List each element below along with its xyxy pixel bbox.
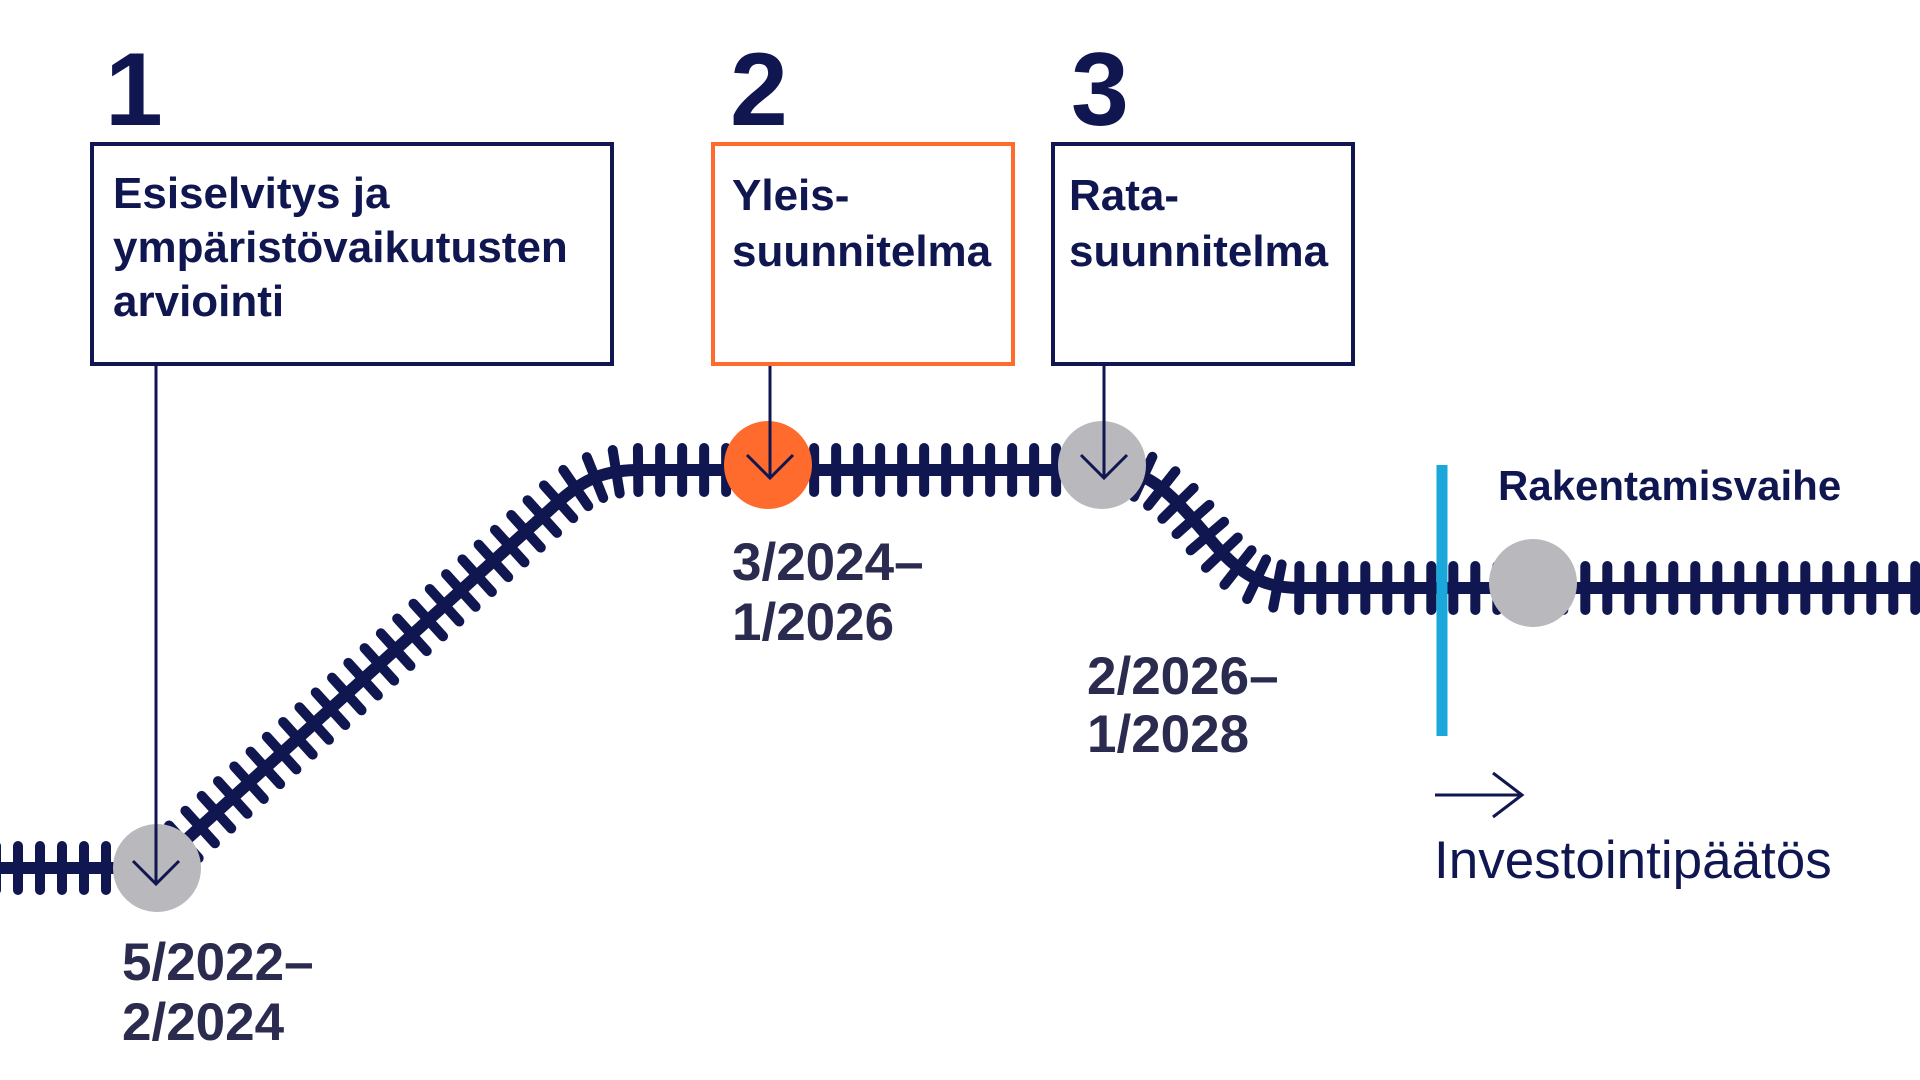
milestone-marker-phase-3 <box>1058 421 1146 509</box>
phase-number: 3 <box>1071 32 1129 148</box>
phase-title: Rata- suunnitelma <box>1069 171 1329 276</box>
phase-title: Esiselvitys ja ympäristövaikutusten arvi… <box>113 169 580 326</box>
arrow-down-icon <box>745 453 795 481</box>
milestone-marker-construction <box>1489 539 1577 627</box>
phase-title: Yleis- suunnitelma <box>732 171 992 276</box>
phase-title-box <box>1051 142 1355 366</box>
phase-title-box <box>711 142 1015 366</box>
phase-date-line: 1/2026 <box>732 593 894 652</box>
phase-date-line: 2/2026– <box>1087 647 1279 706</box>
investment-decision-label: Investointipäätös <box>1434 831 1832 890</box>
phase-2: 2 Yleis- suunnitelma 3/2024– 1/2026 <box>711 32 1015 652</box>
phase-number: 1 <box>105 32 163 148</box>
track-sleepers <box>0 443 1920 895</box>
railway-track <box>0 443 1920 895</box>
phase-title-line: Esiselvitys ja <box>113 169 390 218</box>
phase-title-line: arviointi <box>113 277 284 326</box>
arrow-down-icon <box>1079 453 1129 481</box>
phase-date-line: 3/2024– <box>732 533 924 592</box>
construction-phase-label: Rakentamisvaihe <box>1498 462 1841 509</box>
phase-title-line: suunnitelma <box>732 227 992 276</box>
phase-title-box <box>90 142 614 366</box>
investment-decision: Investointipäätös <box>1434 771 1832 890</box>
phase-1: 1 Esiselvitys ja ympäristövaikutusten ar… <box>90 32 614 1052</box>
phase-date: 5/2022– 2/2024 <box>122 933 328 1052</box>
phase-title-line: Yleis- <box>732 171 849 220</box>
phase-title-line: ympäristövaikutusten <box>113 223 568 272</box>
phase-date-line: 5/2022– <box>122 933 314 992</box>
track-rail <box>0 464 1920 874</box>
phase-date: 3/2024– 1/2026 <box>732 533 938 652</box>
arrow-right-icon <box>1435 771 1525 819</box>
phase-number: 2 <box>730 32 788 148</box>
phase-title-line: Rata- <box>1069 171 1179 220</box>
phase-3: 3 Rata- suunnitelma 2/2026– 1/2028 <box>1051 32 1355 764</box>
phase-date-line: 2/2024 <box>122 993 285 1052</box>
phase-title-line: suunnitelma <box>1069 227 1329 276</box>
milestone-marker-phase-2 <box>724 421 812 509</box>
phase-date: 2/2026– 1/2028 <box>1087 647 1293 764</box>
arrow-down-icon <box>131 859 181 887</box>
phase-date-line: 1/2028 <box>1087 705 1249 764</box>
